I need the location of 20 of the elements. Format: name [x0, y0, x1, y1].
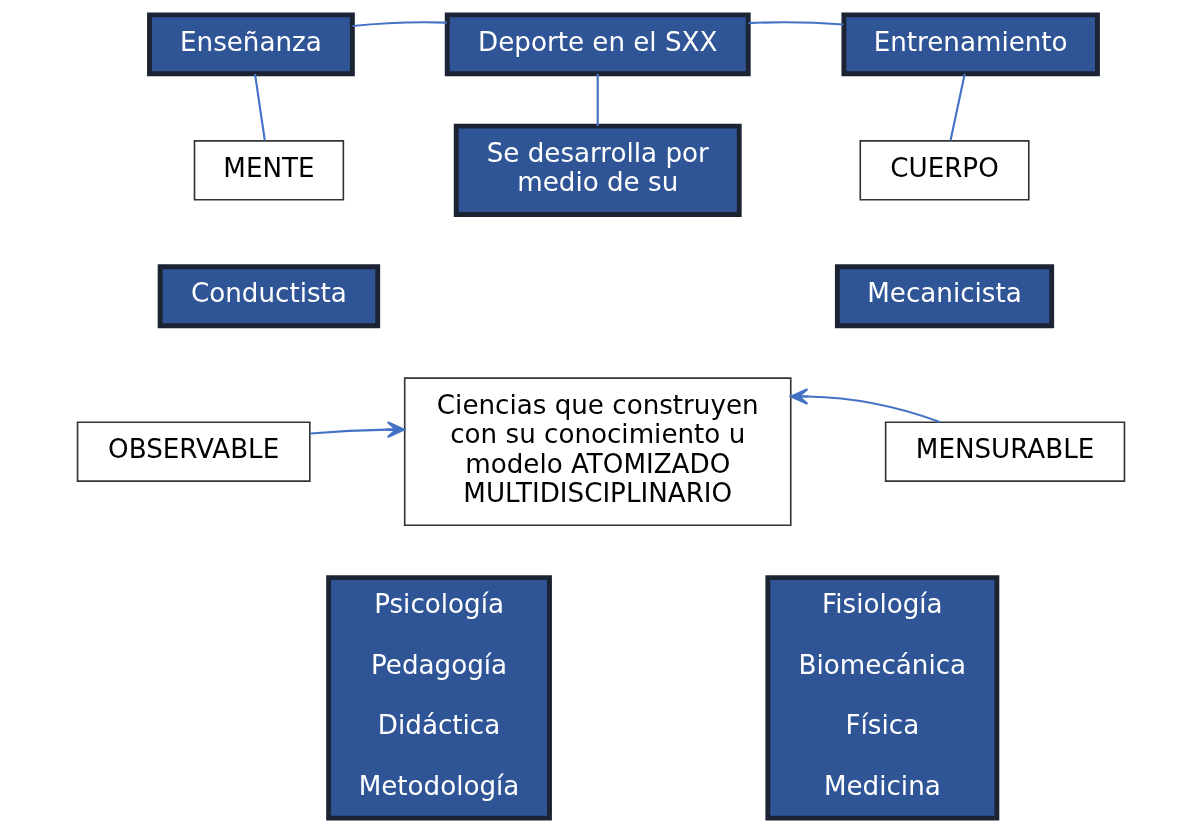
node-box: Psicología Pedagogía Didáctica Metodología: [325, 575, 552, 821]
node-box: Deporte en el SXX: [444, 12, 751, 77]
arrow: [789, 388, 941, 424]
node-box: Se desarrolla por medio de su: [453, 123, 742, 217]
node-box: Mecanicista: [834, 264, 1054, 329]
node-box: OBSERVABLE: [76, 421, 311, 482]
arrow: [309, 421, 405, 439]
connector: [351, 21, 447, 28]
node-box: Entrenamiento: [840, 12, 1100, 77]
connector: [253, 73, 266, 141]
node-box: CUERPO: [858, 140, 1030, 201]
node-box: MENTE: [193, 140, 344, 201]
connector: [747, 21, 844, 26]
node-box: MENSURABLE: [884, 421, 1125, 482]
connector: [948, 73, 966, 141]
node-box: Fisiología Biomecánica Física Medicina: [764, 575, 999, 821]
connector: [596, 73, 599, 126]
node-box: Conductista: [157, 264, 380, 329]
node-box: Ciencias que construyen con su conocimiento u modelo ATOMIZADO MULTIDISCIPLINARIO: [403, 377, 792, 527]
node-box: Enseñanza: [146, 12, 355, 77]
